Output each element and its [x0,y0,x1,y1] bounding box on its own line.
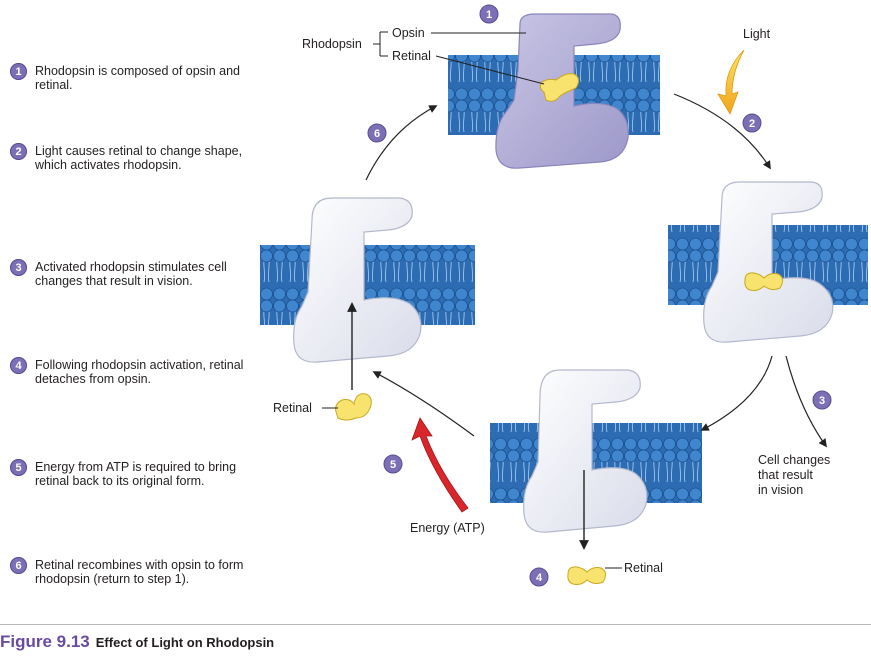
opsin-shape [523,369,648,533]
arrow-1-to-2 [673,93,771,170]
diagram-badge-3: 3 [812,390,832,410]
opsin-shape [703,181,834,343]
figure-number: Figure 9.13 [0,632,90,651]
opsin-left [260,197,475,421]
step-text: Energy from ATP is required to bring ret… [35,460,237,488]
step-3: 3 Activated rhodopsin stimulates cell ch… [10,259,260,288]
arrow-to-vision [785,355,827,448]
label-energy: Energy (ATP) [410,521,485,535]
rhodopsin-bottom [490,369,702,585]
label-retinal-left: Retinal [273,401,312,415]
figure-title: Effect of Light on Rhodopsin [95,635,275,650]
label-cell-changes: that result [758,468,813,482]
step-badge: 3 [10,259,27,276]
arrow-4-to-5 [372,371,475,437]
step-text: Retinal recombines with opsin to form rh… [35,558,244,586]
svg-text:2: 2 [749,118,755,130]
svg-text:6: 6 [374,128,380,140]
rhodopsin-bracket [373,31,388,57]
step-text: Activated rhodopsin stimulates cell chan… [35,260,227,288]
rhodopsin-top [448,13,660,169]
svg-text:4: 4 [536,572,543,584]
label-cell-changes: Cell changes [758,453,830,467]
svg-text:5: 5 [390,459,396,471]
step-6: 6 Retinal recombines with opsin to form … [10,557,260,586]
light-arrow-icon [717,49,745,115]
step-text: Following rhodopsin activation, retinal … [35,358,244,386]
step-badge: 4 [10,357,27,374]
svg-text:1: 1 [486,9,492,21]
rhodopsin-right [668,181,868,343]
step-text: Light causes retinal to change shape, wh… [35,144,243,172]
step-badge: 1 [10,63,27,80]
retinal-leader [435,55,545,85]
step-2: 2 Light causes retinal to change shape, … [10,143,260,172]
label-retinal-bottom: Retinal [624,561,663,575]
step-text: Rhodopsin is composed of opsin and retin… [35,64,240,92]
figure-caption: Figure 9.13 Effect of Light on Rhodopsin [0,632,274,652]
step-badge: 5 [10,459,27,476]
retinal-straight [744,272,784,291]
step-badge: 6 [10,557,27,574]
energy-arrow-icon [411,417,469,513]
step-badge: 2 [10,143,27,160]
retinal-bent [335,393,372,421]
svg-text:3: 3 [819,395,825,407]
opsin-shape [293,197,422,363]
diagram-badge-5: 5 [383,454,403,474]
diagram-badge-2: 2 [742,113,762,133]
arrow-2-to-4 [700,355,773,431]
label-light: Light [743,27,771,41]
diagram-badge-1: 1 [479,4,499,24]
step-list: 1 Rhodopsin is composed of opsin and ret… [10,0,270,620]
arrow-6-to-1 [365,105,438,181]
retinal-detached [567,566,607,585]
diagram-badge-6: 6 [367,123,387,143]
step-5: 5 Energy from ATP is required to bring r… [10,459,260,488]
step-1: 1 Rhodopsin is composed of opsin and ret… [10,63,260,92]
step-4: 4 Following rhodopsin activation, retina… [10,357,260,386]
label-opsin: Opsin [392,26,425,40]
label-cell-changes: in vision [758,483,803,497]
caption-divider [0,624,871,625]
label-rhodopsin: Rhodopsin [302,37,362,51]
label-retinal-top: Retinal [392,49,431,63]
diagram-badge-4: 4 [529,567,549,587]
retinal-bent [539,73,580,102]
